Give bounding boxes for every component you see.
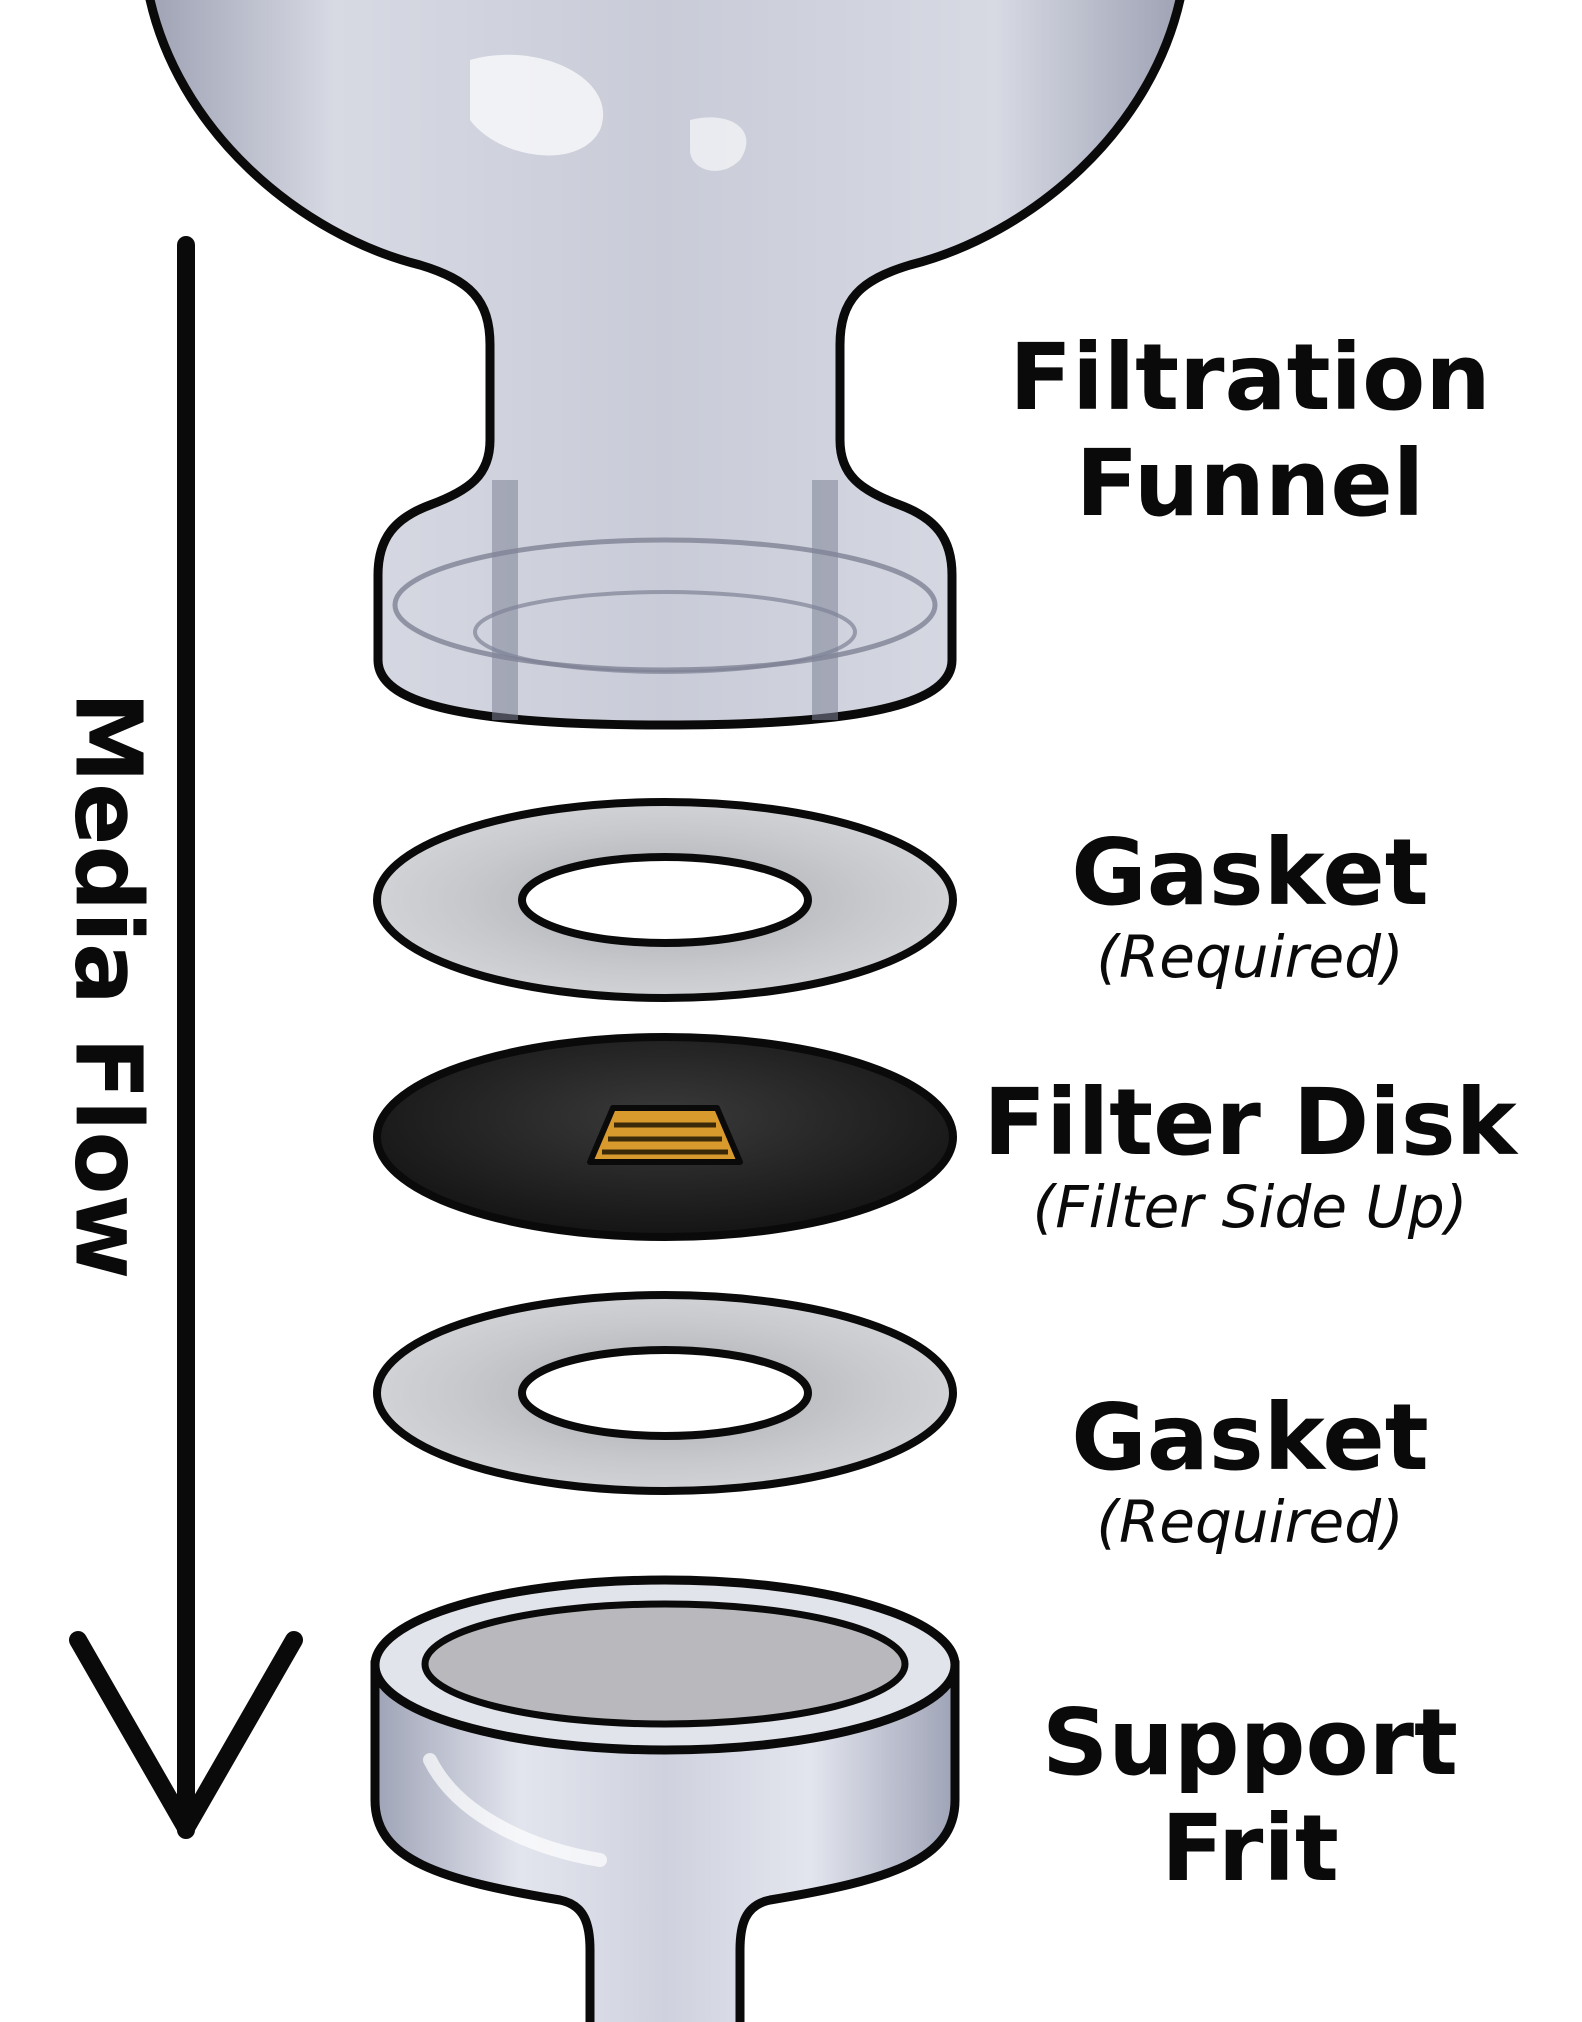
support-frit-label: Support Frit bbox=[960, 1690, 1540, 1902]
filter-disk-label: Filter Disk (Filter Side Up) bbox=[960, 1070, 1540, 1240]
support-frit-line1: Support bbox=[1041, 1689, 1459, 1796]
gasket-top-note: (Required) bbox=[1096, 922, 1404, 991]
gasket-bottom-label: Gasket (Required) bbox=[960, 1385, 1540, 1555]
gasket-bottom-note: (Required) bbox=[1096, 1487, 1404, 1556]
gasket-bottom-name: Gasket bbox=[1071, 1384, 1429, 1491]
gasket-top-illustration bbox=[373, 798, 957, 1002]
media-flow-label-wrap: Media Flow bbox=[55, 625, 162, 1345]
filter-disk-name: Filter Disk bbox=[983, 1069, 1517, 1176]
filtration-funnel-illustration bbox=[145, 0, 1185, 730]
support-frit-line2: Frit bbox=[1161, 1794, 1339, 1902]
media-flow-label: Media Flow bbox=[54, 690, 162, 1280]
gasket-top-name: Gasket bbox=[1071, 819, 1429, 926]
filtration-funnel-label: Filtration Funnel bbox=[960, 325, 1540, 537]
filtration-funnel-line2: Funnel bbox=[1075, 429, 1425, 537]
filter-disk-note: (Filter Side Up) bbox=[1032, 1172, 1468, 1241]
filter-disk-illustration bbox=[373, 1033, 957, 1241]
filtration-funnel-line1: Filtration bbox=[1009, 324, 1491, 431]
support-frit-illustration bbox=[370, 1575, 960, 2022]
gasket-top-label: Gasket (Required) bbox=[960, 820, 1540, 990]
media-flow-arrow bbox=[69, 236, 303, 1839]
gasket-bottom-illustration bbox=[373, 1291, 957, 1495]
